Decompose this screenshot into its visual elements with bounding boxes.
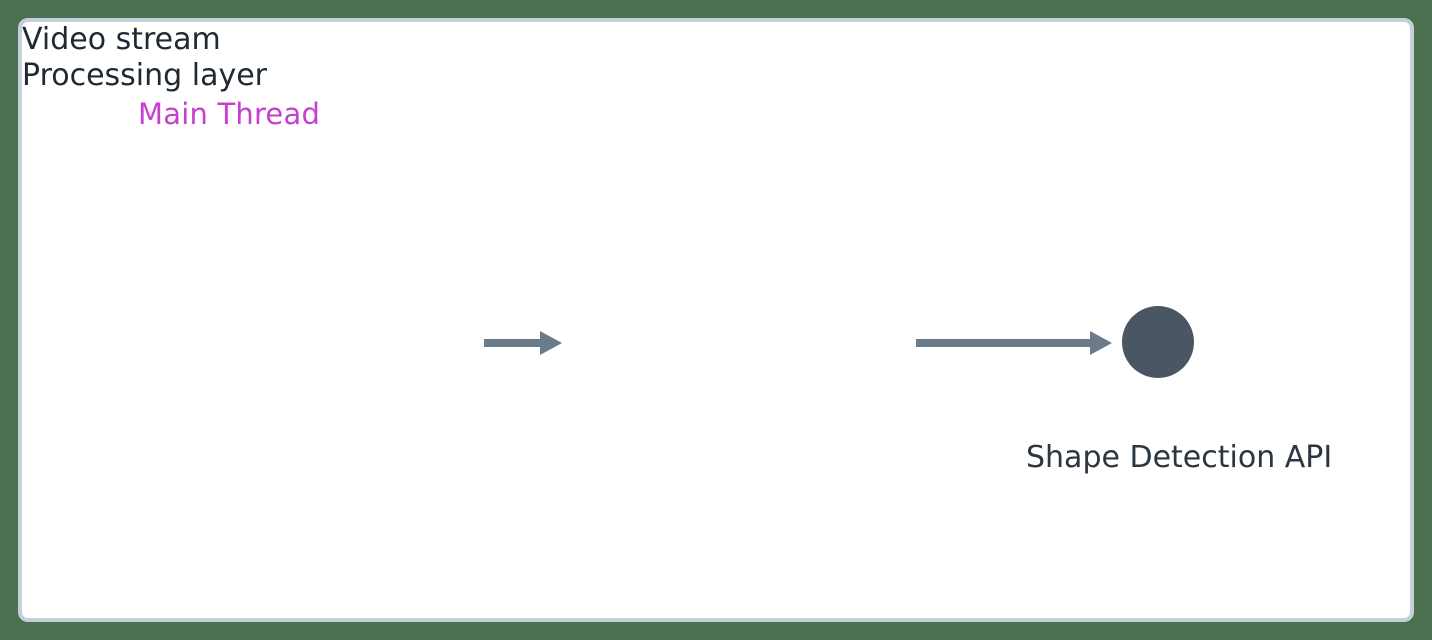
- arrow-video-stream-to-processing-layer: [484, 328, 562, 358]
- main-thread-title: Main Thread: [138, 97, 321, 131]
- node-shape-detection-api-circle-icon[interactable]: [1122, 306, 1194, 378]
- node-video-stream[interactable]: Video stream: [22, 22, 362, 58]
- arrow-processing-layer-to-shape-detection-api: [916, 328, 1112, 358]
- node-video-stream-label: Video stream: [22, 22, 221, 57]
- node-shape-detection-api-label: Shape Detection API: [1026, 440, 1333, 475]
- node-processing-layer-label: Processing layer: [22, 58, 267, 93]
- node-processing-layer[interactable]: Processing layer: [22, 58, 360, 94]
- main-thread-panel: Main Thread Video stream Processing laye…: [18, 18, 1414, 622]
